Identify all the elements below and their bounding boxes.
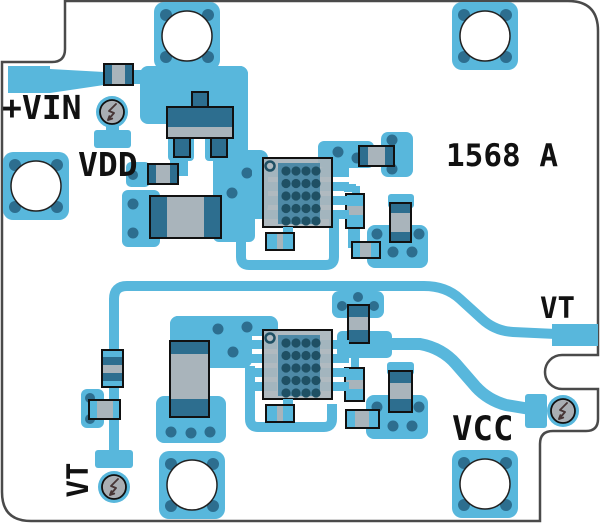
r4-top-stub [344,184,356,192]
resistor-r1 [103,63,134,86]
r2-left-pad [126,162,150,187]
pin1-marker-icon [264,332,276,344]
label-vt-right: VT [540,291,575,325]
u1-bottom-component [265,232,295,251]
resistor-v1 [101,349,124,388]
capacitor-r5 [389,202,412,243]
capacitor-r11 [388,370,413,413]
vin-edge-pad [8,66,50,93]
resistor-r2 [147,163,179,185]
mounting-hole-left [2,151,70,221]
label-vin: +VIN [2,88,81,127]
u1-u-trace [236,205,339,270]
resistor-r3 [358,145,395,167]
label-vt-bottom: VT [61,463,95,498]
vdd-pad [94,130,131,148]
r9-stub [351,356,359,370]
u1-bottom-stub [283,227,293,235]
capacitor-c3 [169,340,210,418]
mounting-hole-bottom-right [451,449,519,519]
vin-taper-trace [50,69,104,93]
resistor-r7 [88,399,121,420]
r4-stub2 [352,186,360,198]
u2-bottom-stub [283,399,293,407]
transistor-q1 [166,91,234,158]
mounting-hole-top-right [451,1,519,71]
testpoint-vt-lightning-bolt-icon [97,470,131,504]
vt-long-trace [109,281,557,354]
vcc-tab [525,394,547,428]
ic-u2 [250,329,349,423]
testpoint-vcc-lightning-bolt-icon [546,394,580,428]
label-vcc: VCC [452,409,513,449]
resistor-r8 [347,304,370,344]
u2-bottom-component [265,404,295,423]
mounting-hole-top-left [153,1,221,71]
resistor-r10 [345,409,380,429]
resistor-r6 [351,241,381,259]
pin1-marker-icon [264,160,276,172]
vt-edge-pad [552,324,598,346]
vcc-trace [388,338,531,415]
testpoint-vdd-lightning-bolt-icon [95,95,129,129]
label-vdd: VDD [78,145,138,184]
components-layer [88,63,413,429]
mounting-hole-bottom-left [158,450,226,520]
vt-tp-pad [95,450,133,468]
capacitor-c1 [149,195,222,239]
ic-u1 [252,157,349,251]
label-board-id: 1568 A [446,138,558,174]
u2-u-trace [245,366,337,432]
